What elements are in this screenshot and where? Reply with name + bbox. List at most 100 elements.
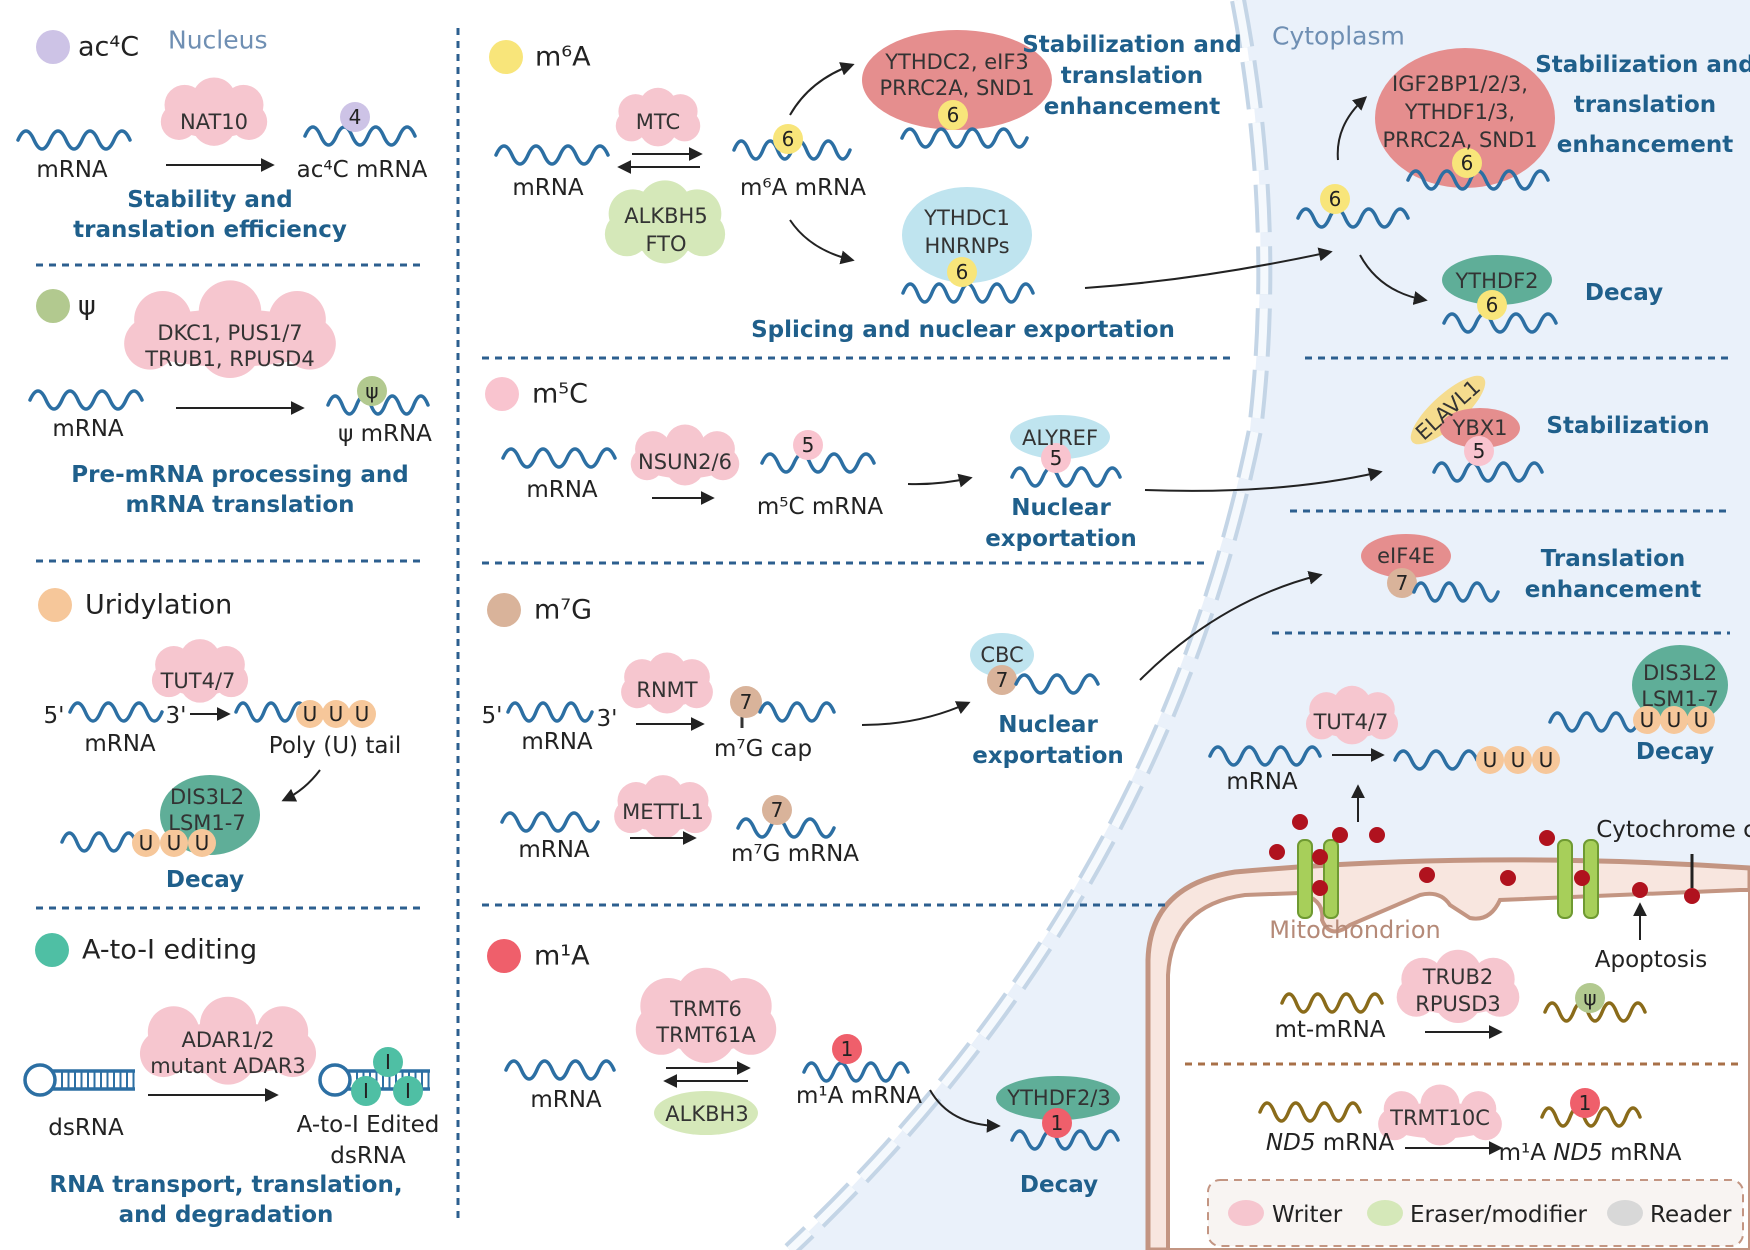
m1a-reader-label: YTHDF2/3 bbox=[1007, 1086, 1111, 1110]
m7g-writer2-label: METTL1 bbox=[622, 800, 704, 824]
m6a-reader2-badge-label: 6 bbox=[955, 260, 969, 284]
inosine-badge-label: I bbox=[405, 1079, 411, 1103]
cytochrome-c-dot bbox=[1684, 888, 1700, 904]
m6a-reader1 bbox=[862, 30, 1052, 130]
cyto-m6a-reader1-label: YTHDF1/3, bbox=[1404, 100, 1516, 124]
cytochrome-c-label: Cytochrome c bbox=[1596, 817, 1750, 843]
cyto-m6a-reader1-badge-label: 6 bbox=[1460, 151, 1474, 175]
rna-strand bbox=[1432, 461, 1544, 483]
m1a-reader-badge bbox=[1042, 1108, 1072, 1138]
rna-strand bbox=[501, 447, 617, 469]
psi-writer-label: DKC1, PUS1/7 bbox=[157, 321, 303, 345]
m1a-reader bbox=[996, 1076, 1120, 1120]
rna-strand bbox=[758, 701, 836, 723]
m1a-eraser-label: ALKBH3 bbox=[665, 1102, 749, 1126]
atoi-function: and degradation bbox=[118, 1202, 334, 1228]
nd5-suffix: mRNA bbox=[1315, 1130, 1395, 1156]
nd5-gene: ND5 bbox=[1265, 1130, 1316, 1156]
cyto-poly-u-badge-label: U bbox=[1538, 748, 1554, 772]
m1a-function: Decay bbox=[1019, 1172, 1099, 1198]
cyto-m5c-badge-label: 5 bbox=[1472, 439, 1486, 463]
m6a-function2: Splicing and nuclear exportation bbox=[751, 317, 1175, 343]
cyto-m6a-reader1-label: PRRC2A, SND1 bbox=[1382, 128, 1538, 152]
atoi-substrate: dsRNA bbox=[48, 1115, 124, 1141]
nd5-mrna-label: ND5 mRNA bbox=[1266, 1130, 1394, 1156]
poly-u-badge-label: U bbox=[328, 702, 344, 726]
m5c-reader-badge bbox=[1041, 443, 1071, 473]
m5c-function: Nuclear bbox=[1011, 494, 1111, 521]
inosine-badge-label: I bbox=[385, 1050, 391, 1074]
cyto-poly-u-badge bbox=[1476, 746, 1504, 774]
arrow bbox=[1084, 247, 1333, 289]
legend-eraser-swatch bbox=[1367, 1200, 1403, 1226]
inosine-badge bbox=[373, 1047, 403, 1077]
uridylation-reader-label: DIS3L2 bbox=[169, 785, 245, 809]
atoi-writer bbox=[139, 996, 317, 1085]
psi-badge bbox=[357, 376, 387, 406]
rna-strand bbox=[1548, 711, 1640, 733]
rna-strand bbox=[234, 701, 308, 723]
nd5-gene-2: ND5 bbox=[1553, 1140, 1603, 1166]
cytochrome-c-dot bbox=[1632, 882, 1648, 898]
cyto-m6a-function1: enhancement bbox=[1556, 132, 1734, 158]
mito-writer2 bbox=[1378, 1084, 1502, 1146]
m6a-function1: translation bbox=[1060, 63, 1204, 89]
nucleus-label: Nucleus bbox=[168, 25, 268, 55]
cytochrome-c-dot bbox=[1312, 880, 1328, 896]
m5c-product: m⁵C mRNA bbox=[756, 494, 884, 520]
edited-dsrna bbox=[318, 1063, 352, 1097]
channel bbox=[1297, 839, 1313, 919]
rna-strand bbox=[60, 831, 138, 853]
cyto-m6a-reader2 bbox=[1442, 255, 1552, 305]
cyto-dis-u-badge bbox=[1633, 706, 1661, 734]
ac4c-badge-label: 4 bbox=[348, 105, 362, 129]
m1a-dot bbox=[487, 939, 521, 973]
arrow bbox=[907, 473, 973, 488]
poly-u-label: Poly (U) tail bbox=[268, 733, 402, 759]
m5c-function: exportation bbox=[985, 525, 1137, 552]
cyto-m6a-reader2-badge bbox=[1477, 290, 1507, 320]
mt-psi-strand bbox=[1543, 1001, 1647, 1023]
mito-psi-badge-label: ψ bbox=[1583, 986, 1597, 1010]
m6a-eraser-label: ALKBH5 bbox=[624, 204, 708, 228]
nuclear-envelope-inner bbox=[787, 0, 1269, 1250]
m7g-substrate2: mRNA bbox=[518, 837, 590, 863]
cyto-dis-label: DIS3L2 bbox=[1642, 661, 1718, 685]
m7g-function: Nuclear bbox=[998, 711, 1098, 738]
psi-substrate: mRNA bbox=[52, 416, 124, 442]
rna-strand bbox=[494, 144, 610, 166]
m5c-substrate: mRNA bbox=[526, 477, 598, 503]
cyto-poly-u-badge-label: U bbox=[1510, 748, 1526, 772]
psi-product: ψ mRNA bbox=[338, 421, 432, 447]
inosine-badge bbox=[393, 1076, 423, 1106]
five-prime: 5' bbox=[43, 703, 65, 729]
m1a-prefix: m¹A bbox=[1498, 1140, 1554, 1166]
uridylation-dot bbox=[38, 588, 72, 622]
mito-m1a-badge-label: 1 bbox=[1578, 1091, 1592, 1115]
m1a-eraser bbox=[654, 1091, 758, 1135]
psi-function: mRNA translation bbox=[125, 492, 355, 518]
m6a-dot bbox=[489, 40, 523, 74]
poly-u-badge bbox=[160, 829, 188, 857]
legend-box bbox=[1207, 1179, 1744, 1247]
eif4e-blob bbox=[1361, 534, 1451, 578]
m1a-suffix: mRNA bbox=[1602, 1140, 1682, 1166]
m5c-title: m⁵C bbox=[532, 378, 588, 410]
cyto-decay: Decay bbox=[1635, 739, 1715, 765]
rna-strand bbox=[68, 701, 164, 723]
cytochrome-c-dot bbox=[1292, 814, 1308, 830]
m5c-badge bbox=[793, 430, 823, 460]
legend-eraser: Eraser/modifier bbox=[1410, 1202, 1587, 1228]
rna-strand bbox=[1442, 312, 1558, 334]
rna-strand bbox=[900, 127, 1029, 149]
elavl1-group bbox=[1410, 375, 1486, 445]
m6a-writer bbox=[615, 87, 701, 147]
m5c-writer-label: NSUN2/6 bbox=[638, 450, 732, 474]
cyto-dis-label: LSM1-7 bbox=[1641, 687, 1719, 711]
apoptosis-label: Apoptosis bbox=[1594, 947, 1708, 973]
m6a-eraser-label: FTO bbox=[645, 232, 687, 256]
cyto-dis-reader bbox=[1632, 645, 1728, 725]
m1a-nd5-strand bbox=[1540, 1106, 1642, 1128]
arrow bbox=[1144, 467, 1383, 492]
psi-writer-label: TRUB1, RPUSD4 bbox=[145, 347, 315, 371]
